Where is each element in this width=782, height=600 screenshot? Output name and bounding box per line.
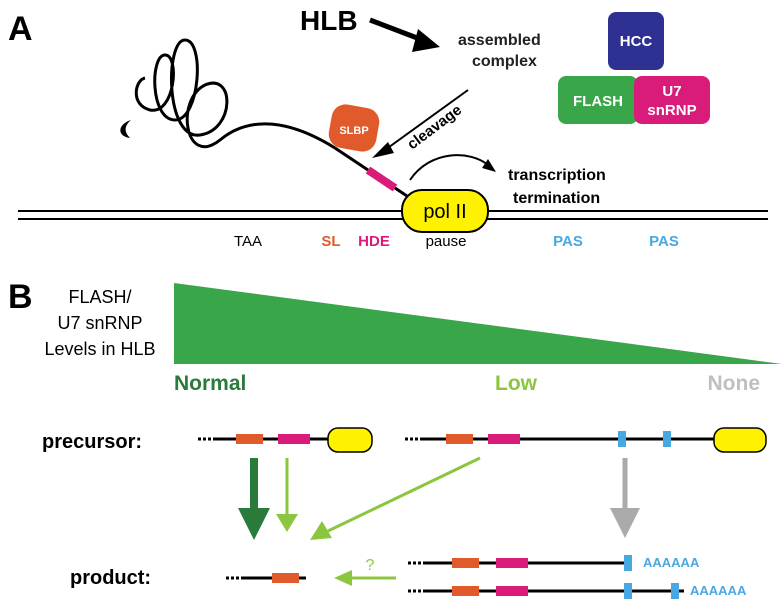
precursor1-hde	[278, 434, 310, 444]
product3-pas1	[624, 583, 632, 599]
flash-box	[558, 76, 638, 124]
assembled-label: assembled	[458, 32, 541, 49]
precursor2-pas2	[663, 431, 671, 447]
question-label: ?	[366, 557, 375, 574]
complex-label: complex	[472, 53, 537, 70]
u7-box	[634, 76, 710, 124]
pol2-label: pol II	[423, 201, 466, 223]
normal-arrowhead	[238, 508, 270, 540]
precursor2-pol2	[713, 427, 767, 453]
product3-pas2	[671, 583, 679, 599]
product2-pas	[624, 555, 632, 571]
product2-hde	[496, 558, 528, 568]
hcc-box	[608, 12, 664, 70]
hde-label: HDE	[358, 233, 390, 250]
levels-line2: U7 snRNP	[57, 313, 142, 333]
transcription-label: transcription	[508, 167, 606, 184]
none-label: None	[708, 372, 761, 395]
pas-label-1: PAS	[553, 233, 583, 250]
product2-polya: AAAAAA	[643, 555, 700, 570]
slbp-shape	[328, 104, 380, 152]
pol2-shape	[401, 189, 489, 233]
pas-label-2: PAS	[649, 233, 679, 250]
sl-label: SL	[321, 233, 340, 250]
question-arrowhead	[334, 570, 352, 586]
low-label: Low	[495, 372, 538, 395]
cleavage-label: cleavage	[404, 101, 465, 153]
precursor2-hde	[488, 434, 520, 444]
none-arrowhead	[610, 508, 640, 538]
termination-arrow	[409, 154, 489, 181]
hlb-label: HLB	[300, 5, 358, 36]
u7-label-line2: snRNP	[647, 102, 696, 119]
precursor1-pol2	[327, 427, 373, 453]
pause-label: pause	[426, 233, 467, 250]
level-wedge	[174, 283, 782, 364]
rna-cap	[120, 120, 131, 138]
termination-arrowhead	[482, 159, 496, 172]
low-arrow-2	[327, 456, 481, 533]
precursor2-pas1	[618, 431, 626, 447]
product3-polya: AAAAAA	[690, 583, 747, 598]
rna-to-hde	[334, 146, 369, 172]
taa-label: TAA	[234, 233, 262, 250]
hlb-arrowhead	[412, 29, 440, 52]
precursor-label: precursor:	[42, 431, 142, 453]
low-arrowhead-1	[276, 514, 298, 532]
product3-hde	[496, 586, 528, 596]
product2-sl	[452, 558, 479, 568]
rna-strand	[134, 38, 336, 150]
precursor1-sl	[236, 434, 263, 444]
product1-sl	[272, 573, 299, 583]
cleavage-arrow	[384, 89, 469, 151]
flash-label: FLASH	[573, 93, 623, 110]
levels-line1: FLASH/	[68, 287, 131, 307]
slbp-label: SLBP	[339, 125, 368, 137]
precursor2-sl	[446, 434, 473, 444]
panel-a-label: A	[8, 10, 33, 48]
low-arrowhead-2	[310, 521, 332, 540]
product3-sl	[452, 586, 479, 596]
hcc-label: HCC	[620, 33, 653, 50]
panel-b-label: B	[8, 278, 33, 316]
cleavage-arrowhead	[372, 142, 394, 158]
termination-label: termination	[513, 190, 600, 207]
u7-label-line1: U7	[662, 83, 681, 100]
product-label: product:	[70, 567, 151, 589]
levels-line3: Levels in HLB	[44, 339, 155, 359]
normal-label: Normal	[174, 372, 246, 395]
hde-rna-segment	[365, 166, 398, 192]
